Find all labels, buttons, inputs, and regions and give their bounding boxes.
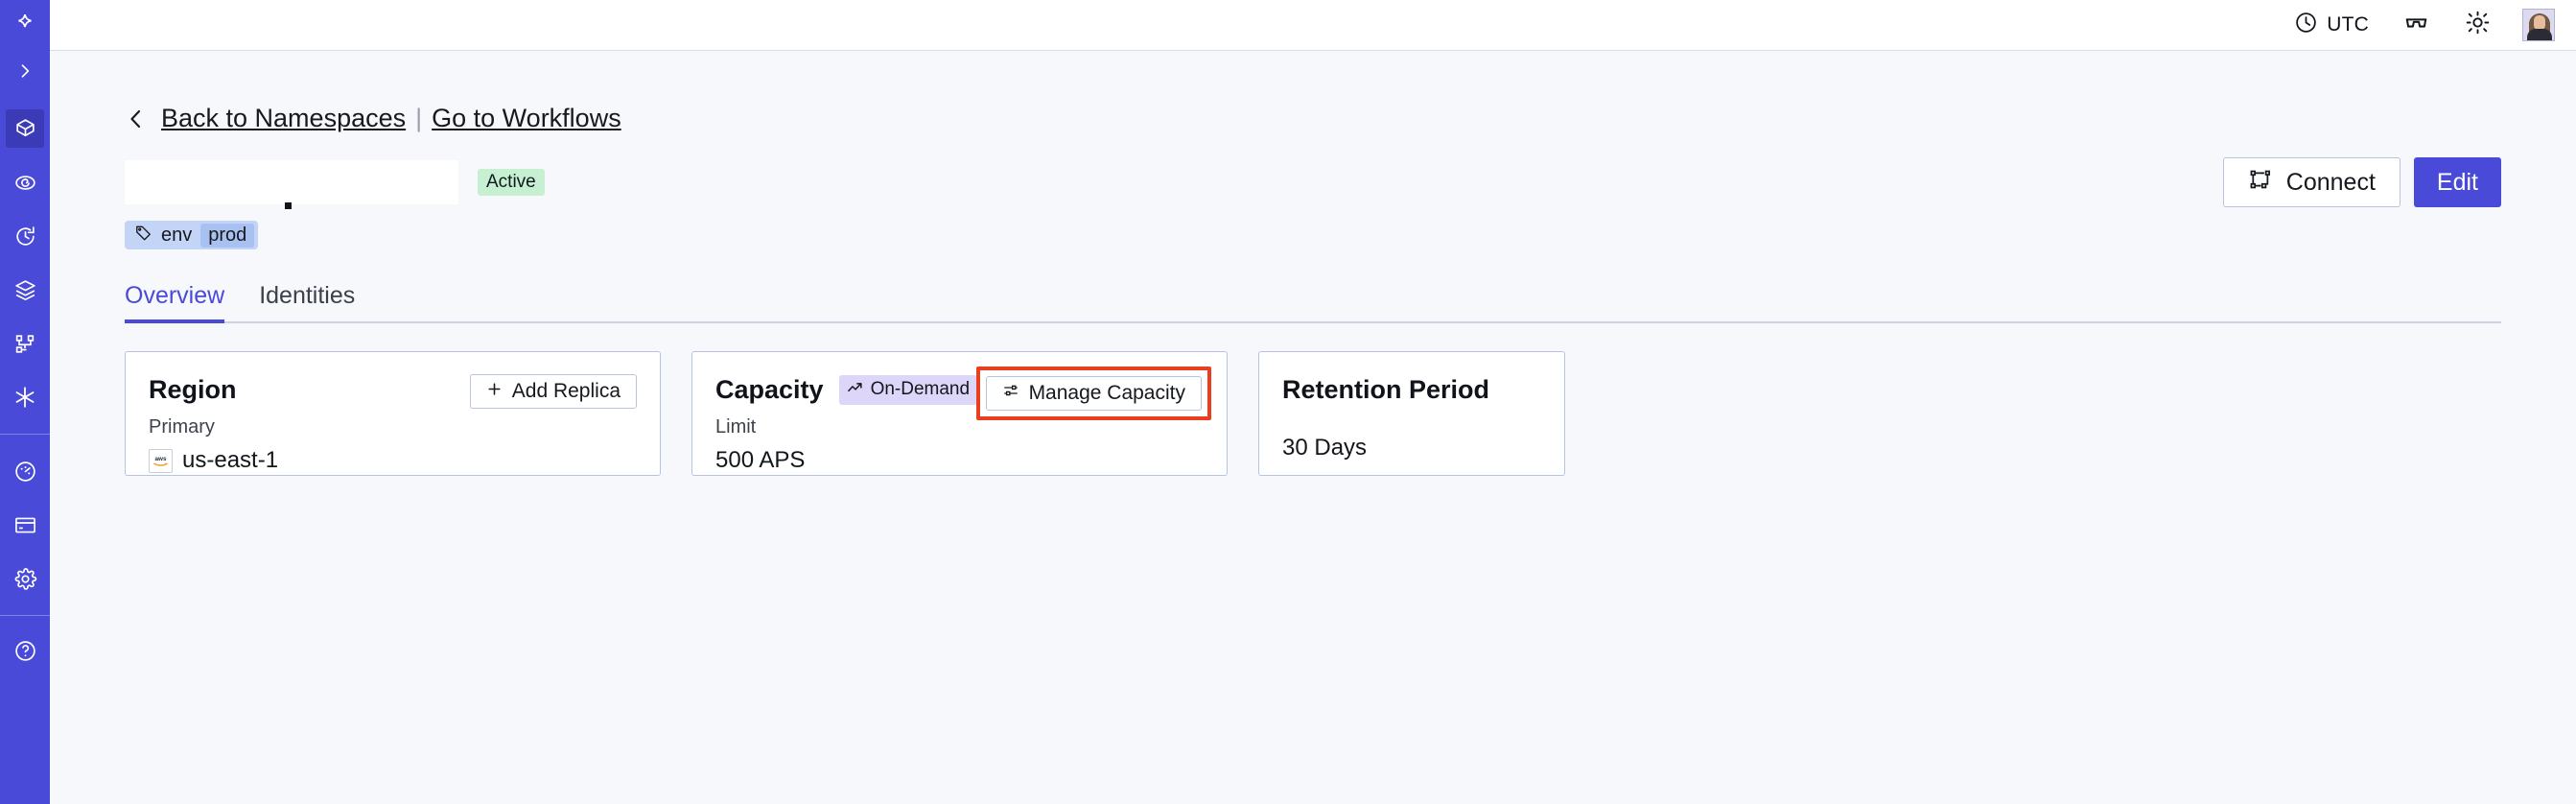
connect-button[interactable]: Connect	[2222, 157, 2400, 207]
user-avatar[interactable]	[2522, 9, 2555, 41]
sidebar-expand-toggle[interactable]	[6, 52, 44, 90]
add-replica-label: Add Replica	[511, 380, 621, 402]
capacity-value: 500 APS	[715, 447, 806, 473]
overview-cards: Region Add Replica Primary	[125, 351, 2576, 476]
region-value: us-east-1	[182, 447, 279, 473]
edit-button-label: Edit	[2436, 168, 2478, 196]
namespace-title-row: Active	[125, 157, 2576, 209]
credit-card-icon	[13, 513, 37, 537]
timezone-selector[interactable]: UTC	[2294, 11, 2369, 39]
manage-capacity-highlight: Manage Capacity	[975, 367, 1211, 420]
connect-flow-icon	[2248, 167, 2273, 199]
sidebar-item-usage[interactable]	[6, 452, 44, 490]
breadcrumb-separator: |	[415, 104, 423, 132]
sidebar-divider-top	[0, 434, 50, 435]
gear-icon	[13, 567, 37, 591]
add-replica-button[interactable]: Add Replica	[469, 374, 637, 409]
asterisk-icon	[12, 385, 37, 410]
cube-icon	[13, 117, 37, 141]
sidebar-item-batch[interactable]	[6, 271, 44, 309]
clock-rotate-icon	[13, 225, 37, 248]
capacity-card-title: Capacity	[715, 374, 824, 404]
workflow-graph-icon	[13, 332, 37, 356]
tab-overview[interactable]: Overview	[125, 282, 225, 323]
top-header: UTC	[50, 0, 2576, 51]
capacity-card: Capacity On-Demand	[691, 351, 1228, 476]
plus-icon	[486, 380, 503, 403]
svg-text:aws: aws	[155, 456, 167, 462]
avatar-body	[2527, 29, 2552, 40]
tag-icon	[134, 224, 152, 247]
region-card-header: Region	[149, 373, 637, 406]
page-title	[125, 160, 458, 209]
sidebar-divider-bottom	[0, 615, 50, 616]
breadcrumb-back-link[interactable]: Back to Namespaces	[161, 104, 407, 132]
chevron-right-icon	[15, 61, 35, 81]
retention-card-title: Retention Period	[1282, 374, 1490, 404]
sidebar-item-support[interactable]	[6, 631, 44, 670]
manage-capacity-label: Manage Capacity	[1028, 382, 1185, 404]
compass-star-icon	[12, 12, 37, 37]
primary-sidebar	[0, 0, 50, 804]
content-area: UTC	[50, 0, 2576, 804]
sidebar-item-schedules[interactable]	[6, 217, 44, 255]
sidebar-item-observability[interactable]	[6, 163, 44, 201]
avatar-face	[2534, 15, 2545, 31]
tab-bar: Overview Identities	[125, 282, 2576, 323]
sidebar-item-nexus[interactable]	[6, 378, 44, 416]
sidebar-item-workflows[interactable]	[6, 324, 44, 363]
sidebar-item-namespaces[interactable]	[6, 109, 44, 148]
chevron-left-icon[interactable]	[125, 107, 148, 130]
connect-button-label: Connect	[2285, 168, 2376, 196]
tab-identities[interactable]: Identities	[259, 282, 356, 309]
theme-toggle-button[interactable]	[2461, 9, 2494, 41]
namespace-tag-chip[interactable]: env prod	[125, 221, 259, 249]
glasses-button[interactable]	[2400, 9, 2432, 41]
on-demand-badge-label: On-Demand	[870, 379, 971, 399]
sidebar-item-billing[interactable]	[6, 506, 44, 544]
breadcrumb-workflows-link[interactable]: Go to Workflows	[432, 104, 621, 132]
sidebar-item-settings[interactable]	[6, 559, 44, 598]
clock-icon	[2294, 11, 2318, 39]
region-value-row: aws us-east-1	[149, 447, 637, 474]
glasses-icon	[2403, 10, 2429, 40]
help-circle-icon	[13, 639, 37, 663]
gauge-icon	[13, 460, 37, 484]
retention-card-header: Retention Period	[1282, 373, 1541, 406]
edit-button[interactable]: Edit	[2413, 157, 2501, 207]
sidebar-logo[interactable]	[6, 6, 44, 44]
main-panel: Back to Namespaces | Go to Workflows Act…	[50, 51, 2576, 804]
capacity-card-header: Capacity On-Demand	[715, 373, 1204, 406]
region-card-title: Region	[149, 374, 237, 404]
manage-capacity-button[interactable]: Manage Capacity	[985, 376, 1202, 411]
title-dot-marker	[285, 202, 292, 209]
tag-key: env	[161, 224, 193, 246]
layers-icon	[13, 278, 37, 302]
region-card: Region Add Replica Primary	[125, 351, 661, 476]
status-badge: Active	[478, 169, 545, 196]
aws-logo: aws	[149, 448, 173, 473]
on-demand-badge: On-Demand	[838, 374, 978, 405]
capacity-value-row: 500 APS	[715, 447, 1204, 474]
retention-card: Retention Period 30 Days	[1258, 351, 1565, 476]
region-sub-label: Primary	[149, 416, 215, 437]
retention-value: 30 Days	[1282, 435, 1368, 461]
trending-up-icon	[847, 379, 864, 400]
capacity-sub-label: Limit	[715, 416, 757, 437]
tag-value: prod	[200, 223, 255, 248]
eye-spiral-icon	[13, 171, 37, 195]
timezone-label: UTC	[2327, 13, 2369, 35]
sliders-icon	[1002, 382, 1019, 405]
region-card-action: Add Replica	[469, 374, 637, 409]
breadcrumb: Back to Namespaces | Go to Workflows	[125, 104, 2576, 133]
tab-bar-underline	[125, 321, 2501, 323]
sun-icon	[2465, 10, 2491, 40]
